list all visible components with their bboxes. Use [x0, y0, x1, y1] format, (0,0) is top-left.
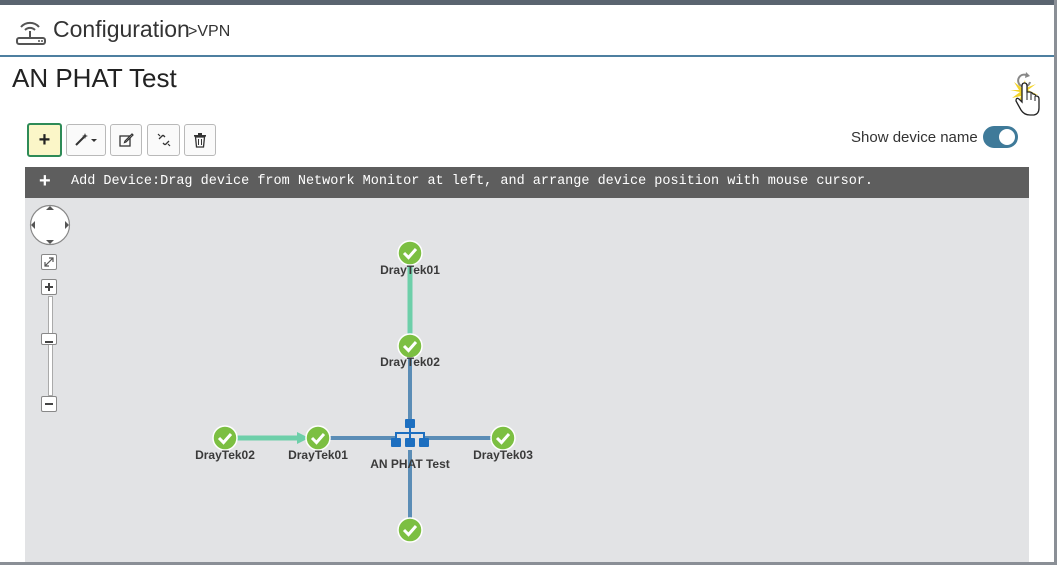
check-icon	[490, 425, 516, 451]
hub-node[interactable]: AN PHAT Test	[370, 419, 450, 471]
zoom-slider-handle[interactable]	[41, 333, 57, 345]
show-device-name-label: Show device name	[851, 129, 978, 146]
zoom-out-button[interactable]	[41, 396, 57, 412]
network-hub-icon	[405, 419, 415, 428]
device-node-draytek02-left[interactable]: DrayTek02	[195, 425, 255, 462]
check-icon	[305, 425, 331, 451]
check-icon	[212, 425, 238, 451]
plus-icon	[45, 283, 53, 291]
topology-diagram: AN PHAT Test DrayTek01 DrayTek02 DrayTek…	[195, 240, 533, 543]
delete-button[interactable]	[184, 124, 216, 156]
caret-down-icon	[91, 139, 97, 142]
router-icon	[16, 21, 46, 45]
refresh-button[interactable]	[1006, 68, 1046, 128]
minus-icon	[45, 341, 53, 343]
add-device-button[interactable]: +	[27, 123, 62, 157]
vpn-arrow-icon	[297, 432, 309, 444]
fit-view-button[interactable]	[41, 254, 57, 270]
window-right-border	[1054, 0, 1057, 565]
breadcrumb: >VPN	[188, 23, 231, 40]
node-label: DrayTek01	[288, 448, 348, 462]
device-node-draytek01-top[interactable]: DrayTek01	[380, 240, 440, 277]
info-bar: + Add Device:Drag device from Network Mo…	[25, 167, 1029, 198]
hand-cursor-icon	[1015, 82, 1040, 116]
edit-icon	[119, 133, 134, 147]
node-label: DrayTek01	[380, 263, 440, 277]
pan-right-icon	[65, 221, 69, 229]
device-node-draytek03-right[interactable]: DrayTek03	[473, 425, 533, 462]
check-icon	[397, 333, 423, 359]
plus-icon: +	[38, 129, 51, 151]
app-header: Configuration >VPN	[0, 5, 1054, 57]
hub-label: AN PHAT Test	[370, 457, 450, 471]
toggle-knob	[999, 129, 1015, 145]
unlink-button[interactable]	[147, 124, 180, 156]
minus-icon	[45, 403, 53, 405]
refresh-icon	[1010, 72, 1040, 116]
info-plus-icon: +	[39, 170, 51, 192]
page-title: AN PHAT Test	[12, 63, 177, 93]
pan-control[interactable]	[29, 204, 71, 246]
topology-canvas[interactable]: AN PHAT Test DrayTek01 DrayTek02 DrayTek…	[25, 198, 1029, 562]
show-device-name-toggle[interactable]	[983, 126, 1018, 148]
check-icon	[397, 240, 423, 266]
expand-icon	[44, 257, 54, 267]
unlink-icon	[157, 133, 170, 147]
zoom-slider[interactable]	[48, 296, 53, 396]
auto-layout-button[interactable]	[66, 124, 106, 156]
magic-wand-icon	[75, 133, 97, 146]
node-label: DrayTek02	[380, 355, 440, 369]
node-label: DrayTek03	[473, 448, 533, 462]
device-node-draytek01-left[interactable]: DrayTek01	[288, 425, 348, 462]
pan-down-icon	[46, 240, 54, 244]
device-node-draytek02-mid[interactable]: DrayTek02	[380, 333, 440, 369]
check-icon	[397, 517, 423, 543]
edit-button[interactable]	[110, 124, 142, 156]
zoom-in-button[interactable]	[41, 279, 57, 295]
window-bottom-border	[0, 562, 1057, 565]
info-bar-text: Add Device:Drag device from Network Moni…	[71, 174, 874, 189]
device-node-bottom[interactable]	[397, 517, 423, 543]
pan-left-icon	[31, 221, 35, 229]
node-label: DrayTek02	[195, 448, 255, 462]
pan-up-icon	[46, 206, 54, 210]
window-top-border	[0, 0, 1057, 5]
header-title: Configuration	[53, 16, 190, 42]
trash-icon	[194, 133, 206, 148]
